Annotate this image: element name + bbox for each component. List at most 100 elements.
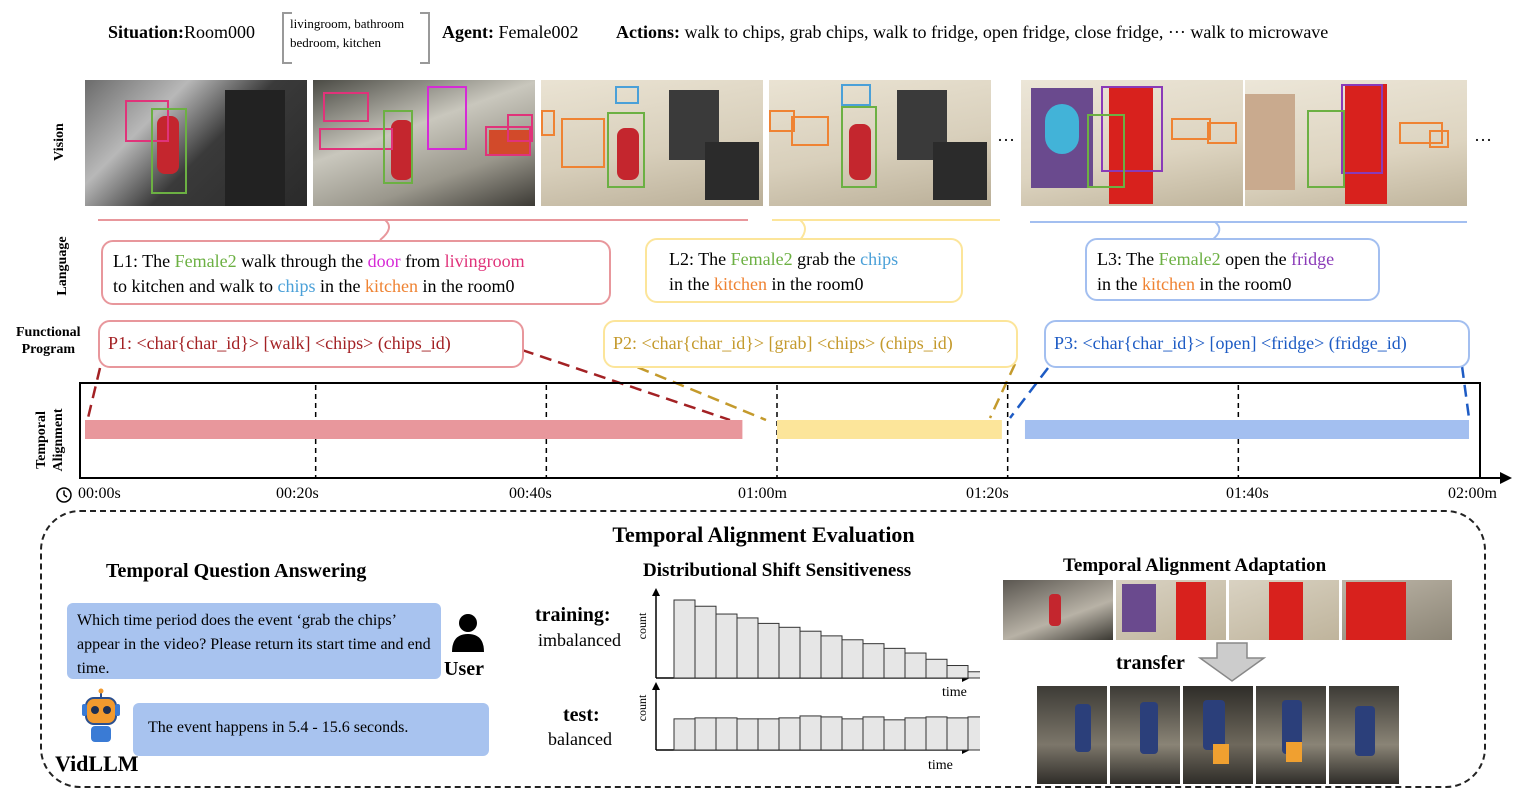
timeline-tick-3: 00:40s: [509, 485, 552, 502]
dss-training-bar-6: [778, 626, 801, 679]
dss-training-bar-9: [841, 639, 864, 679]
situation: Situation:Room000: [108, 22, 255, 43]
rooms-line-2: bedroom, kitchen: [290, 35, 381, 50]
l1-chips: chips: [277, 276, 316, 296]
l2-kitchen: kitchen: [714, 274, 767, 294]
timeline-tick-2: 00:20s: [276, 485, 319, 502]
vision-frame-2: [313, 80, 535, 206]
tqa-title: Temporal Question Answering: [106, 560, 367, 582]
dss-training-label: training:: [535, 604, 611, 626]
dss-training-ylabel: count: [635, 612, 649, 639]
taa-target-frame-3: [1183, 686, 1253, 784]
rooms-bracket-left: [282, 12, 292, 64]
l1-text-3: from: [400, 251, 445, 271]
dss-test-bar-5: [757, 718, 780, 751]
l1-line2-a: to kitchen and walk to: [113, 276, 278, 296]
lang-tail-2: [799, 219, 806, 241]
taa-title: Temporal Alignment Adaptation: [1063, 555, 1327, 576]
taa-source-frame-4: [1342, 580, 1452, 640]
l3-text-2: open the: [1220, 249, 1292, 269]
robot-icon: [76, 688, 126, 744]
dss-training-xlabel: time: [942, 685, 967, 698]
timeline-tick-7: 02:00m: [1448, 485, 1497, 502]
taa-source-frame-2: [1116, 580, 1226, 640]
agent-label: Agent:: [442, 22, 494, 42]
rooms-list: livingroom, bathroom bedroom, kitchen: [290, 14, 404, 52]
l1-agent: Female2: [174, 251, 237, 271]
dss-test-bar-9: [841, 718, 864, 751]
program-box-p3: P3: <char{char_id}> [open] <fridge> (fri…: [1044, 320, 1470, 368]
transfer-arrow-icon: [1197, 642, 1267, 682]
taa-target-frame-2: [1110, 686, 1180, 784]
timeline-segment-1: [85, 420, 743, 439]
dss-test-bar-8: [820, 716, 843, 751]
p3-left-dash: [1009, 367, 1049, 419]
language-box-l1: L1: The Female2 walk through the door fr…: [101, 240, 611, 305]
timeline-segments: [85, 420, 1469, 439]
rooms-line-1: livingroom, bathroom: [290, 16, 405, 31]
dss-training-bars: [673, 599, 980, 679]
actions-label: Actions:: [616, 22, 680, 42]
l2-text-2: grab the: [792, 249, 861, 269]
user-label: User: [444, 658, 484, 680]
situation-value: Room000: [184, 22, 256, 42]
evaluation-title: Temporal Alignment Evaluation: [612, 522, 915, 547]
actions-value: walk to chips, grab chips, walk to fridg…: [684, 22, 1329, 42]
dss-test-bar-2: [694, 717, 717, 751]
vision-frame-1: [85, 80, 307, 206]
dss-test-bars: [673, 715, 980, 751]
l3-agent: Female2: [1158, 249, 1221, 269]
dss-training-bar-4: [736, 617, 759, 679]
dss-training-bar-1: [673, 599, 696, 679]
tqa-question-bubble: Which time period does the event ‘grab t…: [67, 603, 441, 679]
l3-line2-b: in the room0: [1194, 274, 1292, 294]
dss-test-bar-14: [946, 717, 969, 751]
rooms-bracket-right: [420, 12, 430, 64]
agent: Agent: Female002: [442, 22, 578, 43]
p1-right-dash: [521, 348, 731, 422]
dss-test-xlabel: time: [928, 758, 953, 773]
dss-test-bar-4: [736, 718, 759, 751]
l1-line2-c: in the room0: [417, 276, 515, 296]
dss-test-ylabel: count: [635, 694, 649, 721]
row-label-program-line2: Program: [21, 342, 75, 357]
timeline-tick-4: 01:00m: [738, 485, 787, 502]
dss-training-chart: count time: [635, 588, 980, 698]
lang-tail-1: [379, 219, 390, 241]
dss-title: Distributional Shift Sensitiveness: [643, 560, 912, 581]
l3-kitchen: kitchen: [1142, 274, 1195, 294]
l1-text-1: L1: The: [113, 251, 175, 271]
vision-frame-4: [769, 80, 991, 206]
row-label-program: Functional Program: [16, 324, 81, 358]
timeline-arrow-icon: [1500, 472, 1512, 484]
p1-left-dash: [86, 367, 102, 419]
language-box-l3: L3: The Female2 open the fridge in the k…: [1085, 238, 1380, 301]
taa-target-frame-1: [1037, 686, 1107, 784]
dss-training-bar-14: [946, 665, 969, 679]
dss-test-bar-11: [883, 719, 906, 751]
vision-frame-6: [1245, 80, 1467, 206]
dss-test-bar-3: [715, 717, 738, 751]
timeline-tick-6: 01:40s: [1226, 485, 1269, 502]
row-label-program-line1: Functional: [16, 325, 81, 340]
l3-line2-a: in the: [1097, 274, 1142, 294]
dss-training-bar-12: [904, 652, 927, 679]
p2-right-dash: [988, 363, 1017, 419]
l2-chips: chips: [860, 249, 899, 269]
p2-left-dash: [619, 358, 767, 422]
l2-agent: Female2: [730, 249, 793, 269]
dss-training-bar-13: [925, 658, 948, 679]
taa-source-frame-1: [1003, 580, 1113, 640]
timeline-segment-2: [777, 420, 1002, 439]
situation-label: Situation:: [108, 22, 185, 42]
l3-fridge: fridge: [1291, 249, 1335, 269]
dss-training-bar-15: [967, 671, 980, 679]
l3-text-1: L3: The: [1097, 249, 1159, 269]
vision-ellipsis-1: ···: [997, 130, 1015, 150]
evaluation-panel: [40, 510, 1486, 788]
user-icon: [451, 612, 485, 652]
dss-training-sub: imbalanced: [538, 630, 621, 650]
timeline-tick-5: 01:20s: [966, 485, 1009, 502]
dss-training-bar-8: [820, 635, 843, 679]
dss-test-bar-15: [967, 716, 980, 751]
